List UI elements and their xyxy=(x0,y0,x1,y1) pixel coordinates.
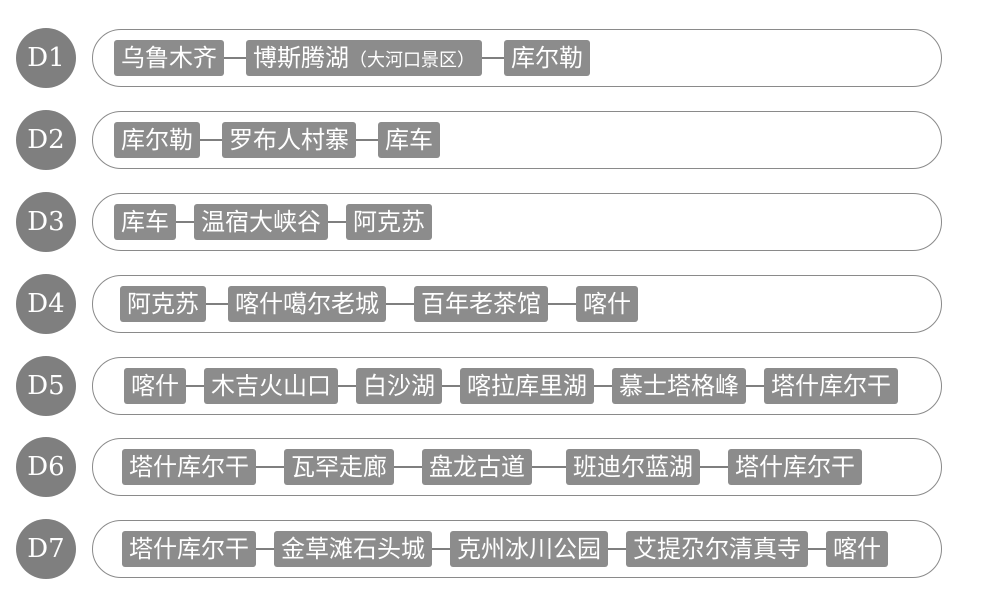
stop: 塔什库尔干 xyxy=(764,368,898,404)
itinerary-row: D6 塔什库尔干 瓦罕走廊 盘龙古道 班迪尔蓝湖 塔什库尔干 xyxy=(0,437,1006,499)
connector-line xyxy=(328,221,346,223)
connector-line xyxy=(200,139,222,141)
stop: 喀什 xyxy=(826,531,888,567)
route-stops: 喀什 木吉火山口 白沙湖 喀拉库里湖 慕士塔格峰 塔什库尔干 xyxy=(124,368,898,404)
connector-line xyxy=(386,303,414,305)
connector-line xyxy=(224,57,246,59)
stop-name: 博斯腾湖 xyxy=(253,44,349,72)
stop: 盘龙古道 xyxy=(422,449,532,485)
itinerary-row: D7 塔什库尔干 金草滩石头城 克州冰川公园 艾提尕尔清真寺 喀什 xyxy=(0,519,1006,581)
stop: 克州冰川公园 xyxy=(450,531,608,567)
day-badge: D6 xyxy=(16,437,76,497)
stop: 库车 xyxy=(378,122,440,158)
connector-line xyxy=(532,466,566,468)
stop: 库车 xyxy=(114,204,176,240)
day-badge: D4 xyxy=(16,274,76,334)
connector-line xyxy=(356,139,378,141)
connector-line xyxy=(432,548,450,550)
connector-line xyxy=(594,385,612,387)
route-stops: 塔什库尔干 金草滩石头城 克州冰川公园 艾提尕尔清真寺 喀什 xyxy=(122,531,888,567)
connector-line xyxy=(206,303,228,305)
stop: 慕士塔格峰 xyxy=(612,368,746,404)
stop: 艾提尕尔清真寺 xyxy=(626,531,808,567)
stop: 塔什库尔干 xyxy=(728,449,862,485)
stop-note: （大河口景区） xyxy=(349,50,475,71)
route-stops: 库车 温宿大峡谷 阿克苏 xyxy=(114,204,432,240)
stop: 喀什噶尔老城 xyxy=(228,286,386,322)
stop: 塔什库尔干 xyxy=(122,531,256,567)
stop: 白沙湖 xyxy=(356,368,442,404)
connector-line xyxy=(548,303,576,305)
connector-line xyxy=(746,385,764,387)
stop: 博斯腾湖（大河口景区） xyxy=(246,40,482,76)
connector-line xyxy=(338,385,356,387)
connector-line xyxy=(394,466,422,468)
day-badge: D2 xyxy=(16,110,76,170)
stop: 金草滩石头城 xyxy=(274,531,432,567)
itinerary-row: D3 库车 温宿大峡谷 阿克苏 xyxy=(0,192,1006,254)
connector-line xyxy=(442,385,460,387)
connector-line xyxy=(256,466,284,468)
route-stops: 阿克苏 喀什噶尔老城 百年老茶馆 喀什 xyxy=(120,286,638,322)
connector-line xyxy=(186,385,204,387)
stop: 库尔勒 xyxy=(504,40,590,76)
stop: 阿克苏 xyxy=(346,204,432,240)
stop: 乌鲁木齐 xyxy=(114,40,224,76)
connector-line xyxy=(482,57,504,59)
stop: 喀什 xyxy=(124,368,186,404)
connector-line xyxy=(608,548,626,550)
itinerary-row: D4 阿克苏 喀什噶尔老城 百年老茶馆 喀什 xyxy=(0,274,1006,336)
route-stops: 库尔勒 罗布人村寨 库车 xyxy=(114,122,440,158)
day-badge: D3 xyxy=(16,192,76,252)
day-badge: D7 xyxy=(16,519,76,579)
stop: 塔什库尔干 xyxy=(122,449,256,485)
stop: 木吉火山口 xyxy=(204,368,338,404)
connector-line xyxy=(700,466,728,468)
stop: 瓦罕走廊 xyxy=(284,449,394,485)
route-stops: 乌鲁木齐 博斯腾湖（大河口景区） 库尔勒 xyxy=(114,40,590,76)
itinerary-row: D2 库尔勒 罗布人村寨 库车 xyxy=(0,110,1006,172)
stop: 班迪尔蓝湖 xyxy=(566,449,700,485)
stop: 库尔勒 xyxy=(114,122,200,158)
day-badge: D1 xyxy=(16,28,76,88)
stop: 喀什 xyxy=(576,286,638,322)
stop: 阿克苏 xyxy=(120,286,206,322)
connector-line xyxy=(808,548,826,550)
itinerary-row: D1 乌鲁木齐 博斯腾湖（大河口景区） 库尔勒 xyxy=(0,28,1006,90)
stop: 百年老茶馆 xyxy=(414,286,548,322)
connector-line xyxy=(176,221,194,223)
stop: 喀拉库里湖 xyxy=(460,368,594,404)
stop: 温宿大峡谷 xyxy=(194,204,328,240)
route-stops: 塔什库尔干 瓦罕走廊 盘龙古道 班迪尔蓝湖 塔什库尔干 xyxy=(122,449,862,485)
day-badge: D5 xyxy=(16,356,76,416)
itinerary-row: D5 喀什 木吉火山口 白沙湖 喀拉库里湖 慕士塔格峰 塔什库尔干 xyxy=(0,356,1006,418)
connector-line xyxy=(256,548,274,550)
stop: 罗布人村寨 xyxy=(222,122,356,158)
